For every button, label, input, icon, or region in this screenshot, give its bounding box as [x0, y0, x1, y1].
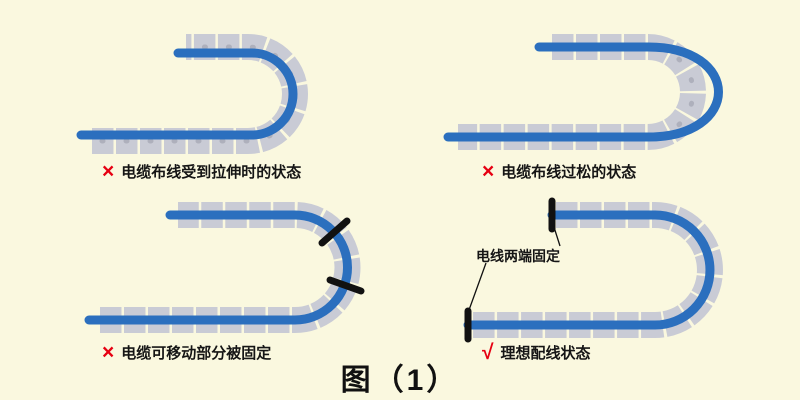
- annotation-leader-line: [468, 262, 487, 311]
- cross-mark-icon: ×: [102, 341, 115, 364]
- caption-text: 电缆可移动部分被固定: [121, 344, 272, 362]
- panel-stretched-drawing: [76, 34, 308, 154]
- cross-mark-icon: ×: [482, 160, 495, 183]
- annotation-both-ends-fixed: 电线两端固定: [476, 248, 560, 264]
- chain-track: [100, 202, 361, 333]
- chain-track: [92, 34, 308, 154]
- caption-text: 理想配线状态: [500, 344, 591, 362]
- clamp-bar: [326, 276, 365, 295]
- caption-ideal: √ 理想配线状态: [482, 341, 591, 364]
- panel-ideal-drawing: [463, 197, 723, 343]
- caption-text: 电缆布线受到拉伸时的状态: [121, 163, 302, 181]
- caption-text: 电缆布线过松的状态: [501, 163, 637, 181]
- cross-mark-icon: ×: [102, 160, 115, 183]
- annotation-leader-line: [552, 223, 561, 247]
- cable-stretched: [76, 48, 298, 140]
- caption-loose: × 电缆布线过松的状态: [482, 160, 637, 183]
- figure-title: 图（1）: [340, 364, 460, 397]
- panel-fixed-moving-drawing: [84, 202, 365, 333]
- cable: [463, 210, 715, 330]
- clamp-bar: [318, 217, 351, 247]
- cable-loose: [443, 42, 723, 142]
- cable: [84, 210, 352, 325]
- caption-fixed-moving: × 电缆可移动部分被固定: [102, 341, 272, 364]
- caption-stretched: × 电缆布线受到拉伸时的状态: [102, 160, 302, 183]
- check-mark-icon: √: [482, 341, 494, 364]
- chain-track: [458, 34, 706, 150]
- chain-track: [472, 202, 723, 338]
- panel-loose-drawing: [443, 34, 723, 150]
